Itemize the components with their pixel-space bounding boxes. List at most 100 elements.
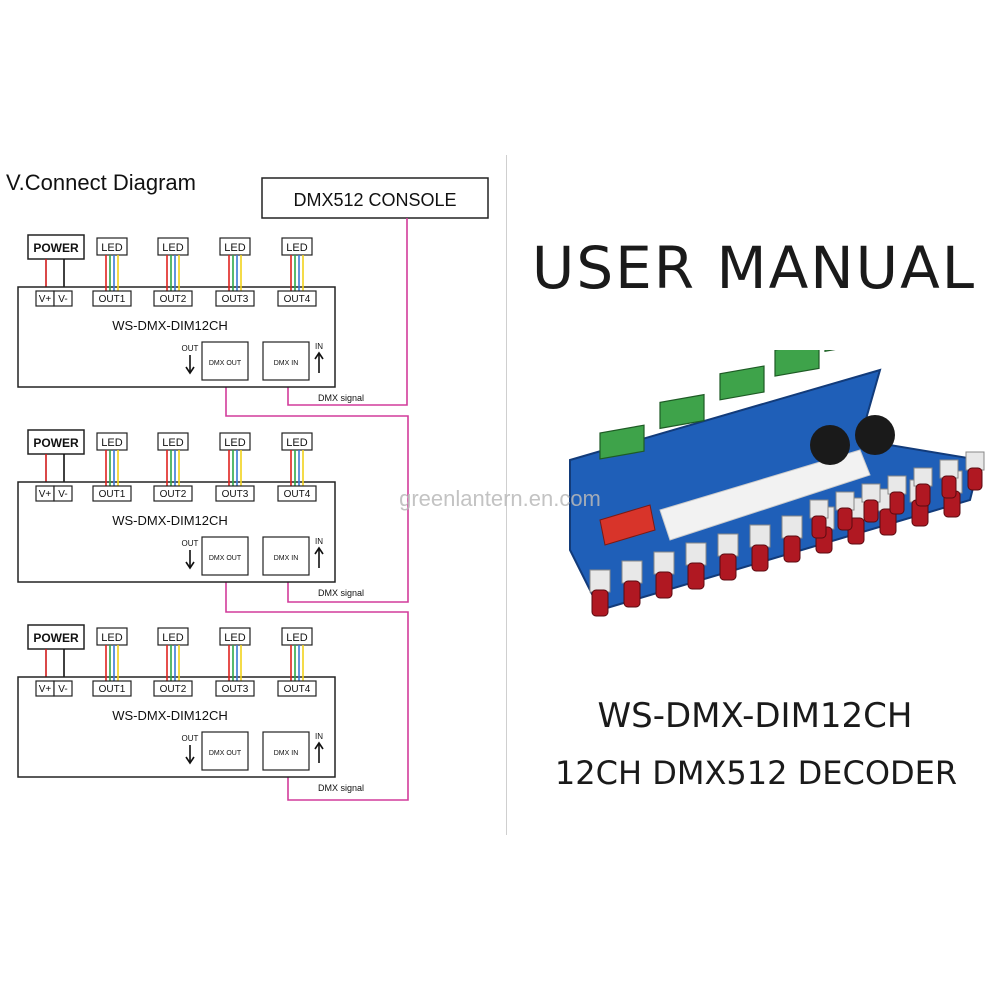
diagram-title: V.Connect Diagram <box>6 170 196 195</box>
output-label: OUT3 <box>222 684 249 695</box>
power-label: POWER <box>33 436 79 450</box>
led-label: LED <box>286 437 307 449</box>
power-box <box>27 234 85 260</box>
up-arrow-head <box>314 351 324 360</box>
output-label: OUT1 <box>99 489 126 500</box>
output-terminal <box>92 680 132 697</box>
dmx-signal-label: DMX signal <box>318 588 364 598</box>
potentiometer <box>781 515 803 539</box>
vminus-terminal <box>53 485 73 502</box>
output-label: OUT2 <box>160 684 187 695</box>
knob <box>751 544 769 572</box>
led-label: LED <box>101 242 122 254</box>
connector-strip <box>659 449 871 541</box>
led-box <box>157 627 189 646</box>
output-terminal <box>153 680 193 697</box>
led-label: LED <box>162 242 183 254</box>
vminus-terminal <box>53 680 73 697</box>
down-arrow-head <box>185 756 195 765</box>
dmx-out-label: DMX OUT <box>209 555 242 562</box>
output-terminal <box>92 485 132 502</box>
output-label: OUT2 <box>160 489 187 500</box>
unit-model-label: WS-DMX-DIM12CH <box>112 318 228 333</box>
vminus-label: V- <box>58 489 67 500</box>
output-terminal <box>215 290 255 307</box>
power-label: POWER <box>33 631 79 645</box>
led-box <box>281 237 313 256</box>
knob <box>811 515 827 539</box>
dmx-out-port <box>201 341 249 381</box>
dmx-out-label: DMX OUT <box>209 360 242 367</box>
dmx-out-port <box>201 536 249 576</box>
watermark-text: greenlantern.en.com <box>399 486 601 511</box>
led-box <box>96 237 128 256</box>
in-arrow-label: IN <box>315 537 323 546</box>
output-terminal <box>153 485 193 502</box>
out-arrow-label: OUT <box>182 344 199 353</box>
potentiometer <box>749 524 771 548</box>
potentiometer <box>685 542 707 566</box>
dmx-in-port <box>262 341 310 381</box>
led-label: LED <box>224 632 245 644</box>
knob <box>941 475 957 499</box>
potentiometer <box>913 467 933 487</box>
vplus-label: V+ <box>39 489 52 500</box>
led-label: LED <box>286 632 307 644</box>
dmx-console-box <box>261 177 489 219</box>
knob <box>591 589 609 617</box>
led-box <box>281 627 313 646</box>
dmx-out-port <box>201 731 249 771</box>
knob <box>687 562 705 590</box>
vertical-divider <box>506 155 507 835</box>
led-label: LED <box>224 242 245 254</box>
output-terminal <box>277 485 317 502</box>
output-label: OUT1 <box>99 684 126 695</box>
led-box <box>96 432 128 451</box>
knob <box>967 467 983 491</box>
knob <box>915 483 931 507</box>
product-subtitle: 12CH DMX512 DECODER <box>554 754 958 792</box>
knob <box>623 580 641 608</box>
dmx-console-label: DMX512 CONSOLE <box>293 190 456 210</box>
dip-switch <box>599 504 656 546</box>
power-box <box>27 429 85 455</box>
dmx-in-label: DMX IN <box>274 555 299 562</box>
led-box <box>219 432 251 451</box>
model-name: WS-DMX-DIM12CH <box>597 696 913 736</box>
potentiometer <box>861 483 881 503</box>
power-label: POWER <box>33 241 79 255</box>
output-terminal <box>215 485 255 502</box>
terminal-block <box>599 424 645 460</box>
dmx-signal-wiring <box>225 218 409 801</box>
vminus-label: V- <box>58 294 67 305</box>
knob <box>837 507 853 531</box>
in-arrow-label: IN <box>315 732 323 741</box>
decoder-unit-3: POWERV+V-LEDOUT1LEDOUT2LEDOUT3LEDOUT4WS-… <box>17 624 364 793</box>
down-arrow-head <box>185 561 195 570</box>
decoder-unit-2: POWERV+V-LEDOUT1LEDOUT2LEDOUT3LEDOUT4WS-… <box>17 429 364 598</box>
out-arrow-label: OUT <box>182 734 199 743</box>
up-arrow-head <box>314 546 324 555</box>
dmx-in-label: DMX IN <box>274 360 299 367</box>
output-terminal <box>215 680 255 697</box>
terminal-block <box>824 350 870 352</box>
unit-model-label: WS-DMX-DIM12CH <box>112 513 228 528</box>
terminal-block <box>774 350 820 377</box>
output-label: OUT3 <box>222 294 249 305</box>
vminus-label: V- <box>58 684 67 695</box>
potentiometer <box>653 551 675 575</box>
dmx-in-label: DMX IN <box>274 750 299 757</box>
led-box <box>157 432 189 451</box>
decoder-unit-1: POWERV+V-LEDOUT1LEDOUT2LEDOUT3LEDOUT4WS-… <box>17 234 364 403</box>
vminus-terminal <box>53 290 73 307</box>
in-arrow-label: IN <box>315 342 323 351</box>
potentiometer <box>589 569 611 593</box>
led-label: LED <box>101 632 122 644</box>
output-label: OUT4 <box>284 294 311 305</box>
output-terminal <box>92 290 132 307</box>
led-box <box>219 627 251 646</box>
dmx-in-port <box>262 731 310 771</box>
led-label: LED <box>286 242 307 254</box>
output-label: OUT4 <box>284 684 311 695</box>
